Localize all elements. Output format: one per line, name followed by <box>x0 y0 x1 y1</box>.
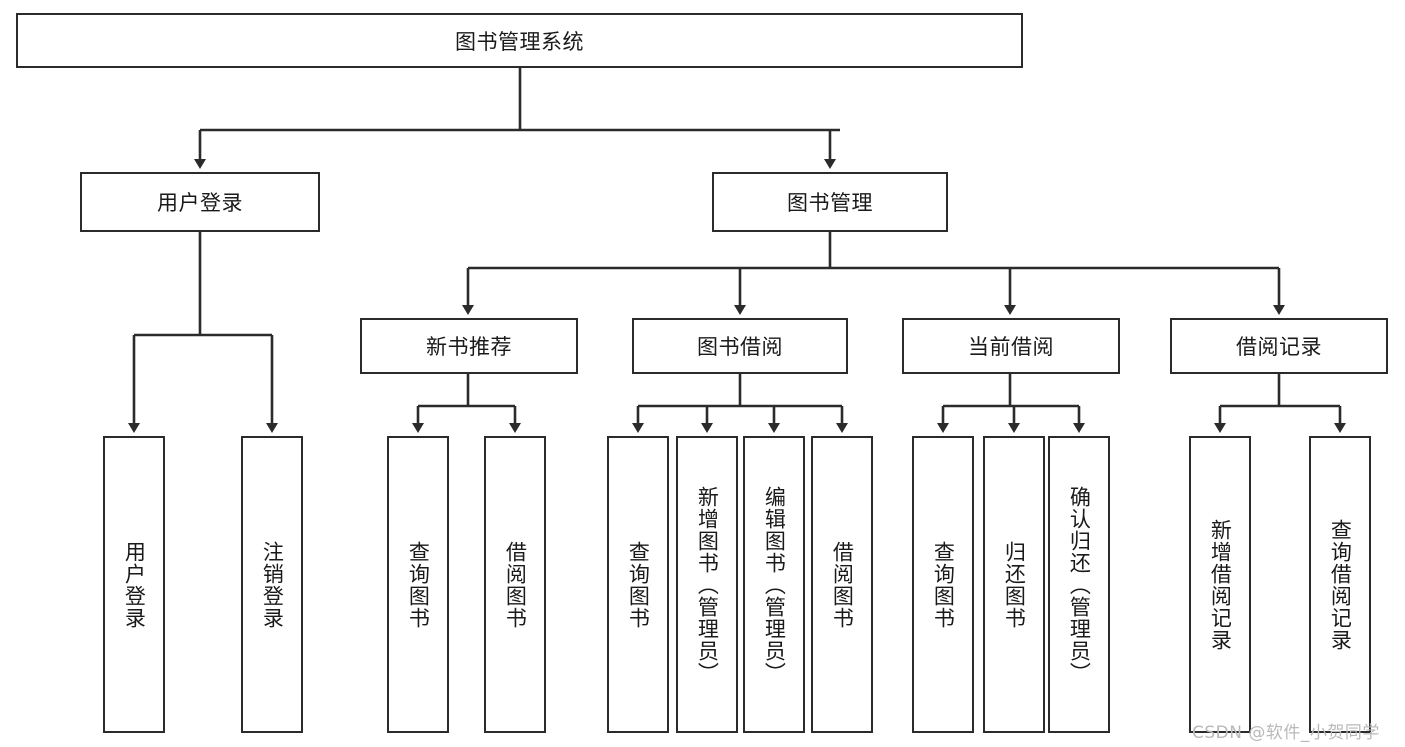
node-book-manage[interactable]: 图书管理 <box>712 172 948 232</box>
leaf-borrow-book-recommend[interactable]: 借阅图书 <box>484 436 546 733</box>
leaf-edit-book-admin[interactable]: 编辑图书（管理员） <box>743 436 805 733</box>
leaf-confirm-return-admin[interactable]: 确认归还（管理员） <box>1048 436 1110 733</box>
csdn-watermark: CSDN @软件_小贺同学 <box>1192 723 1380 743</box>
node-label: 查询图书 <box>406 540 431 629</box>
node-label: 归还图书 <box>1002 540 1027 629</box>
leaf-return-book[interactable]: 归还图书 <box>983 436 1045 733</box>
node-root-book-management-system[interactable]: 图书管理系统 <box>16 13 1023 68</box>
node-label: 新增借阅记录 <box>1208 518 1233 651</box>
leaf-query-book-borrow[interactable]: 查询图书 <box>607 436 669 733</box>
node-label: 查询借阅记录 <box>1328 518 1353 651</box>
leaf-query-borrow-record[interactable]: 查询借阅记录 <box>1309 436 1371 733</box>
node-new-book-recommend[interactable]: 新书推荐 <box>360 318 578 374</box>
leaf-query-book-recommend[interactable]: 查询图书 <box>387 436 449 733</box>
node-borrow-record[interactable]: 借阅记录 <box>1170 318 1388 374</box>
node-label: 图书管理系统 <box>455 29 584 54</box>
node-label: 查询图书 <box>626 540 651 629</box>
leaf-query-book-current[interactable]: 查询图书 <box>912 436 974 733</box>
node-label: 用户登录 <box>122 540 147 629</box>
node-label: 用户登录 <box>157 191 243 215</box>
leaf-user-login[interactable]: 用户登录 <box>103 436 165 733</box>
node-user-login[interactable]: 用户登录 <box>80 172 320 232</box>
node-label: 图书借阅 <box>697 335 783 359</box>
node-book-borrow[interactable]: 图书借阅 <box>632 318 848 374</box>
node-label: 当前借阅 <box>968 335 1054 359</box>
node-label: 新书推荐 <box>426 335 512 359</box>
node-label: 借阅图书 <box>503 540 528 629</box>
node-current-borrow[interactable]: 当前借阅 <box>902 318 1120 374</box>
leaf-borrow-book[interactable]: 借阅图书 <box>811 436 873 733</box>
node-label: 编辑图书（管理员） <box>762 485 787 684</box>
node-label: 查询图书 <box>931 540 956 629</box>
node-label: 确认归还（管理员） <box>1067 485 1092 684</box>
node-label: 注销登录 <box>260 540 285 629</box>
node-label: 新增图书（管理员） <box>695 485 720 684</box>
leaf-add-book-admin[interactable]: 新增图书（管理员） <box>676 436 738 733</box>
node-label: 借阅记录 <box>1236 335 1322 359</box>
node-label: 图书管理 <box>787 191 873 215</box>
node-label: 借阅图书 <box>830 540 855 629</box>
leaf-logout-login[interactable]: 注销登录 <box>241 436 303 733</box>
leaf-add-borrow-record[interactable]: 新增借阅记录 <box>1189 436 1251 733</box>
